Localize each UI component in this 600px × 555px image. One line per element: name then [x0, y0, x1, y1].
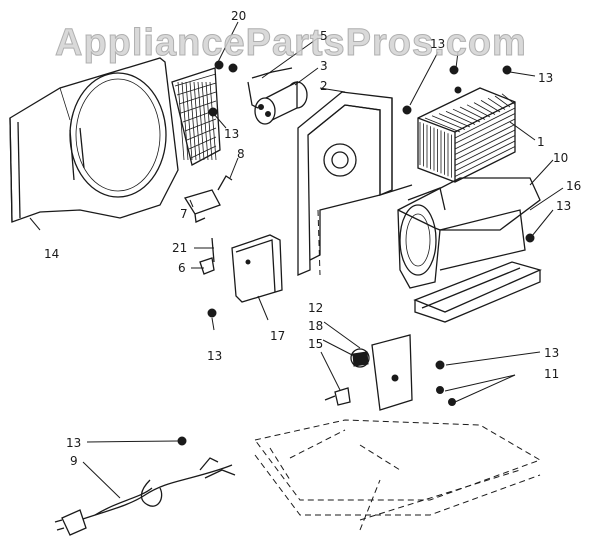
callout-13-mid-right: 13: [544, 346, 560, 360]
leader-lines: [29, 21, 564, 499]
screws: [177, 60, 535, 446]
callout-14: 14: [44, 247, 60, 261]
fan-grille-part: [171, 67, 221, 166]
callout-13-top-left: 13: [224, 127, 240, 141]
callout-2: 2: [320, 79, 328, 93]
front-panel-part: [9, 57, 179, 223]
callout-5: 5: [320, 29, 328, 43]
callout-8: 8: [237, 147, 245, 161]
callout-13-right: 13: [556, 199, 572, 213]
callout-21: 21: [172, 241, 188, 255]
callout-3: 3: [320, 59, 328, 73]
base-pan-part: [254, 419, 542, 531]
callout-9: 9: [70, 454, 78, 468]
callout-7: 7: [180, 207, 188, 221]
callout-16: 16: [566, 179, 582, 193]
power-cord-part: [54, 457, 236, 536]
callout-10: 10: [553, 151, 569, 165]
switch-part: [183, 175, 233, 275]
base-frame-part: [413, 261, 542, 323]
control-bracket-part: [231, 234, 283, 303]
callout-20: 20: [231, 9, 247, 23]
callout-13-top-right-b: 13: [538, 71, 554, 85]
capacitor-part: [247, 67, 308, 125]
control-panel-part: [324, 334, 413, 411]
callout-18: 18: [308, 319, 324, 333]
callout-13-bottom-left: 13: [66, 436, 82, 450]
callout-17: 17: [270, 329, 286, 343]
callout-12: 12: [308, 301, 324, 315]
callout-6: 6: [178, 261, 186, 275]
callout-13-left: 13: [207, 349, 223, 363]
callout-11: 11: [544, 367, 560, 381]
blower-housing-part: [397, 177, 541, 289]
partition-part: [297, 91, 413, 276]
condenser-coil-part: [417, 87, 516, 183]
callout-15: 15: [308, 337, 324, 351]
callout-13-top-right-a: 13: [430, 37, 446, 51]
callout-1: 1: [537, 135, 545, 149]
